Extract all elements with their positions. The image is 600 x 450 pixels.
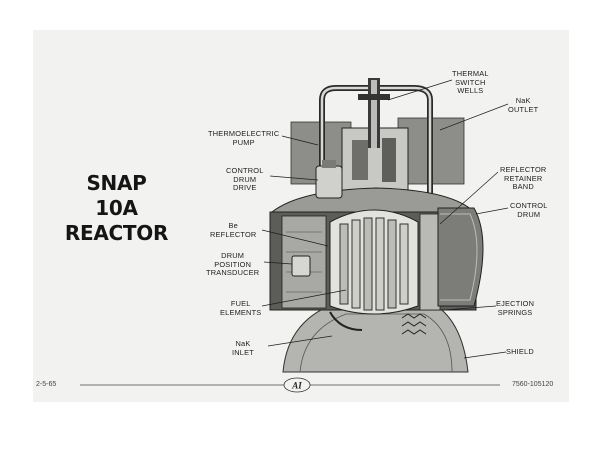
- label-thermal-switch-wells: THERMAL SWITCH WELLS: [452, 69, 489, 96]
- footer-date: 2-5-65: [36, 381, 57, 388]
- label-nak-inlet: NaK INLET: [232, 339, 254, 357]
- label-thermoelectric-pump: THERMOELECTRIC PUMP: [208, 129, 280, 147]
- control-drum: [437, 207, 484, 307]
- company-logo-mark: [283, 377, 311, 393]
- control-drum-drive: [315, 165, 343, 199]
- label-reflector-retainer-band: REFLECTOR RETAINER BAND: [500, 165, 547, 192]
- ejection-springs: [401, 313, 427, 335]
- fuel-element-rods: [339, 217, 409, 311]
- reflector-retainer-band: [419, 213, 441, 311]
- company-logo-text: AI: [291, 381, 302, 391]
- diagram-title: SNAP 10A REACTOR: [64, 171, 169, 246]
- nak-inlet-pipe: [329, 311, 363, 331]
- drum-position-transducer: [291, 255, 311, 277]
- label-control-drum-drive: CONTROL DRUM DRIVE: [226, 166, 264, 193]
- label-be-reflector: Be REFLECTOR: [210, 221, 257, 239]
- label-ejection-springs: EJECTION SPRINGS: [496, 299, 535, 317]
- label-fuel-elements: FUEL ELEMENTS: [220, 299, 262, 317]
- label-control-drum: CONTROL DRUM: [510, 201, 548, 219]
- leader-lines: [261, 79, 509, 359]
- label-shield: SHIELD: [506, 347, 534, 356]
- label-drum-position-transducer: DRUM POSITION TRANSDUCER: [206, 251, 260, 278]
- title-line-2: REACTOR: [64, 221, 169, 245]
- title-line-1: SNAP 10A: [86, 171, 147, 220]
- footer-reference-number: 7560-105120: [512, 381, 554, 388]
- label-nak-outlet: NaK OUTLET: [508, 96, 539, 114]
